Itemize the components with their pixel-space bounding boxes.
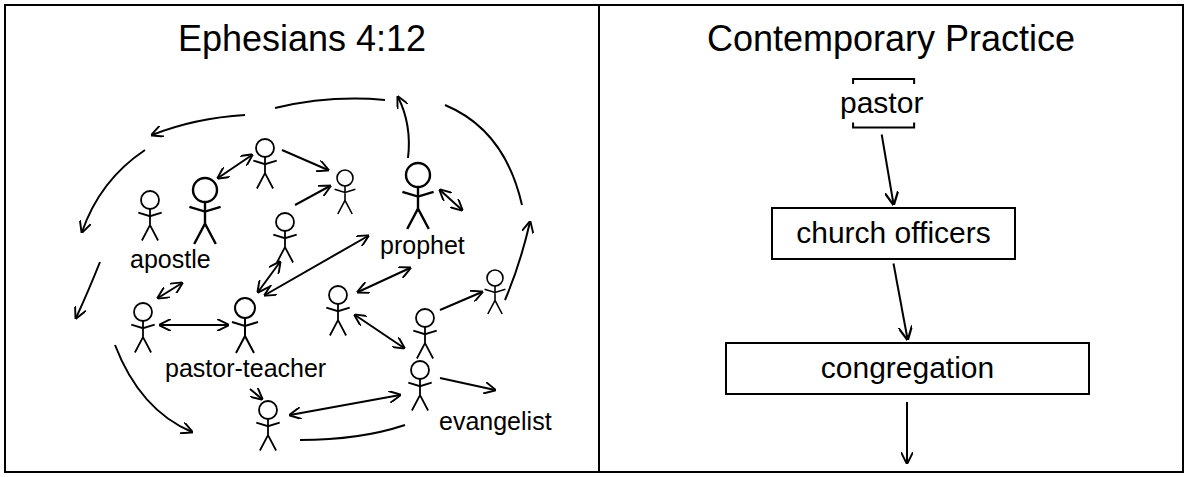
node-text: church officers xyxy=(787,216,1000,251)
stick-figure xyxy=(413,309,436,359)
stick-figure xyxy=(273,213,296,263)
ring-arrow xyxy=(505,222,530,300)
flow-arrow xyxy=(882,135,894,205)
ring-arc xyxy=(275,99,385,108)
panel-heading: Ephesians 4:12 xyxy=(6,6,598,60)
congregation-box: congregation xyxy=(725,342,1090,395)
stick-figure xyxy=(189,178,220,244)
stick-figure xyxy=(326,286,349,336)
stick-figure xyxy=(335,170,356,214)
interaction-arrows xyxy=(158,150,495,415)
arrow xyxy=(282,150,328,170)
double-arrow xyxy=(160,324,228,326)
node-text: pastor xyxy=(840,86,923,121)
outer-ring-arrows xyxy=(76,97,530,440)
arrow xyxy=(440,292,482,310)
ring-arrow xyxy=(76,262,100,318)
double-arrow xyxy=(218,155,252,178)
officers-box: church officers xyxy=(771,207,1016,260)
double-arrow xyxy=(355,315,404,348)
double-arrow xyxy=(290,395,400,415)
arrow xyxy=(250,389,262,399)
scripture-panel: Ephesians 4:12 xyxy=(4,4,600,473)
ring-arc xyxy=(300,425,405,440)
ring-arc xyxy=(445,105,522,205)
stick-figure xyxy=(253,139,276,189)
stick-figure xyxy=(402,163,433,229)
ring-arrow xyxy=(152,115,245,135)
double-arrow xyxy=(265,236,368,295)
arrow xyxy=(440,378,495,390)
role-label: evangelist xyxy=(437,408,554,436)
role-label: prophet xyxy=(378,232,467,260)
stick-figures xyxy=(131,139,505,451)
double-arrow xyxy=(258,262,280,292)
ring-arrow xyxy=(82,150,145,232)
arrow xyxy=(295,186,330,205)
double-arrow xyxy=(358,268,410,292)
ring-arrow xyxy=(398,97,409,158)
node-text: congregation xyxy=(741,351,1074,386)
stick-figure xyxy=(232,298,258,353)
stick-figure xyxy=(408,361,431,411)
flow-arrow xyxy=(894,264,908,340)
outflow-arrow xyxy=(906,402,908,463)
stick-figure xyxy=(131,303,154,353)
panel-heading: Contemporary Practice xyxy=(600,6,1182,60)
stick-figure xyxy=(256,401,279,451)
role-label: apostle xyxy=(128,246,213,274)
pastor-node: pastor xyxy=(834,76,929,131)
practice-panel: Contemporary Practice pastor church office… xyxy=(598,4,1184,473)
double-arrow xyxy=(440,190,462,210)
role-label: pastor-teacher xyxy=(163,355,328,383)
double-arrow xyxy=(158,283,182,298)
stick-figure xyxy=(138,191,161,241)
stick-figure xyxy=(485,270,506,314)
